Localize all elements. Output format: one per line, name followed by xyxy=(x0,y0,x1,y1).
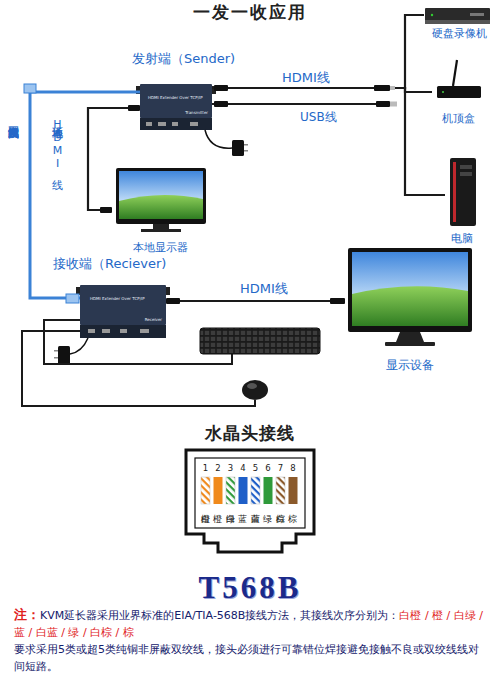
node-label: 显示设备 xyxy=(345,359,475,373)
device-node: 接收端（Reciever)HDMI Extender Over TCP/IPRe… xyxy=(80,285,166,338)
cable-label: HDMI线 xyxy=(282,71,330,86)
cable-connector xyxy=(88,108,140,210)
pin-number: 4 xyxy=(237,464,249,474)
device-node: 发射端（Sender)HDMI Extender Over TCP/IPTran… xyxy=(140,84,212,130)
pin-number: 1 xyxy=(200,464,212,474)
device-node: 电脑 xyxy=(445,155,479,247)
pin-number: 5 xyxy=(250,464,262,474)
hdmi-plug xyxy=(214,85,395,91)
device-node: 硬盘录像机 xyxy=(424,5,494,41)
node-label: 接收端（Reciever) xyxy=(53,257,166,272)
power-adapter xyxy=(205,130,248,156)
cable-label: USB线 xyxy=(300,111,337,125)
node-label: 电脑 xyxy=(437,233,487,246)
node-label: 本地显示器 xyxy=(112,242,208,255)
device-print: HDMI Extender Over TCP/IP xyxy=(148,96,203,101)
cable-connector xyxy=(212,88,432,92)
pin-number: 2 xyxy=(212,464,224,474)
dvr-device xyxy=(425,8,490,24)
device-print: Receiver xyxy=(145,318,162,323)
device-print: Transmitter xyxy=(185,111,208,116)
cable-label: HDMI线 xyxy=(240,282,288,297)
power-adapter xyxy=(54,338,88,364)
keyboard xyxy=(200,328,320,354)
note-text: KVM延长器采用业界标准的EIA/TIA-568B接线方法，其接线次序分别为： xyxy=(40,609,399,622)
standard-name: T568B xyxy=(100,570,400,606)
node-label: 硬盘录像机 xyxy=(424,28,494,41)
receiver-device xyxy=(76,285,170,338)
device-print: HDMI Extender Over TCP/IP xyxy=(90,297,145,302)
note-text: 要求采用5类或超5类纯铜非屏蔽双绞线，接头必须进行可靠错位焊接避免接触不良或双绞… xyxy=(14,641,488,675)
mouse xyxy=(242,380,268,400)
device-node: 机顶盒 xyxy=(432,58,484,126)
hdmi-plug xyxy=(166,298,345,304)
pin-number: 7 xyxy=(275,464,287,474)
local-monitor xyxy=(116,168,206,232)
sender-device xyxy=(136,84,216,130)
pin-number: 3 xyxy=(225,464,237,474)
settop-box xyxy=(437,60,481,98)
cable-connector xyxy=(166,300,345,302)
node-label: 机顶盒 xyxy=(428,113,488,126)
pin-number: 6 xyxy=(262,464,274,474)
pc-tower xyxy=(450,158,476,226)
usb-cable xyxy=(212,103,396,105)
usb-plug xyxy=(214,101,397,107)
pin-number: 8 xyxy=(287,464,299,474)
device-node: 显示设备 xyxy=(345,245,475,375)
rj45-connector xyxy=(186,450,314,552)
cable-label: 本地环通HDMI线 xyxy=(51,118,64,170)
device-node: 本地显示器 xyxy=(112,165,208,255)
display-monitor xyxy=(348,248,472,346)
diagram-title: 一发一收应用 xyxy=(150,3,350,23)
cable-connector xyxy=(212,88,445,195)
note-paragraph: 注：KVM延长器采用业界标准的EIA/TIA-568B接线方法，其接线次序分别为… xyxy=(14,606,488,675)
section-heading: 水晶头接线 xyxy=(150,424,350,444)
hdmi-plug xyxy=(100,105,140,213)
node-label: 发射端（Sender) xyxy=(132,52,235,67)
note-text: 注： xyxy=(14,607,40,622)
cable-connector xyxy=(212,15,424,88)
